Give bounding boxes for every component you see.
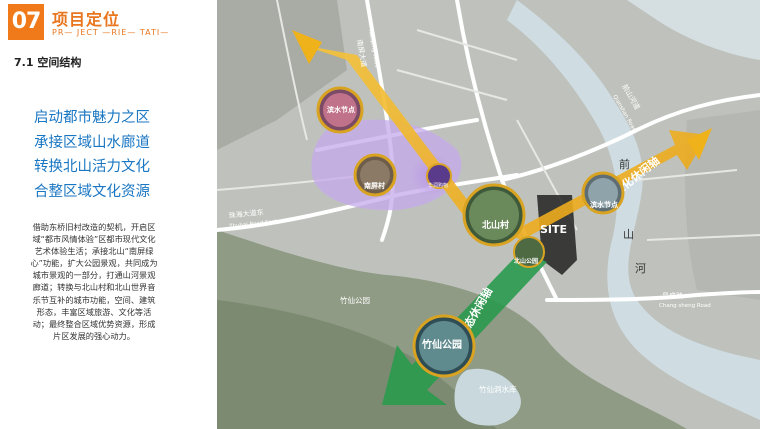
node-label: 竹仙公园 (421, 338, 462, 351)
culture-axis-arrowhead-west (292, 30, 322, 64)
node-cr-mall: 华润购物 (426, 163, 452, 189)
road-label-en: Chang sheng Road (659, 303, 711, 309)
theme-list: 启动都市魅力之区 承接区域山水廊道 转换北山活力文化 合整区域文化资源 (34, 106, 150, 204)
node-waterfront-north: 滨水节点 (316, 86, 364, 134)
node-beishan-village: 北山村 (462, 183, 526, 247)
node-nanping-village: 南屏村 (353, 153, 397, 197)
culture-axis-arrowhead-east (687, 128, 712, 160)
river-char: 山 (623, 228, 634, 241)
reservoir (454, 368, 521, 426)
description-text: 借助东桥旧村改造的契机，开启区域“都市风情体验”区都市现代文化艺术体验生活；承接… (30, 222, 158, 341)
road-label: 昌盛路 (662, 291, 683, 300)
node-label: 滨水节点 (327, 105, 355, 114)
node-label: 华润购物 (428, 182, 448, 189)
river-char: 前 (619, 157, 630, 171)
page-title: 项目定位 (52, 10, 121, 29)
page-subtitle: PR— JECT —RIE— TATI— (52, 28, 170, 37)
spatial-structure-map: 文化休闲轴 生态休闲轴 SITE 滨水节点 南屏村 华润购物 北山村 北山公园 … (217, 0, 760, 429)
theme-item: 承接区域山水廊道 (34, 134, 150, 151)
area-label: 竹仙公园 (340, 295, 370, 305)
road-label: 珠海大道东 (228, 207, 264, 220)
section-heading: 7.1 空间结构 (14, 56, 82, 69)
theme-item: 转换北山活力文化 (34, 159, 150, 175)
node-zhuxian-park: 竹仙公园 (412, 314, 476, 378)
node-label: 南屏村 (364, 181, 385, 190)
section-number-badge: 07 (8, 4, 44, 40)
area-label: 竹仙洞水库 (479, 384, 517, 394)
site-label: SITE (540, 223, 567, 236)
node-label: 北山村 (482, 219, 509, 231)
node-beishan-park: 北山公园 (513, 236, 545, 268)
theme-item: 合整区域文化资源 (34, 183, 150, 200)
road-label-en: Zhuhai Road East (229, 219, 278, 230)
river (507, 0, 760, 420)
node-waterfront-east: 滨水节点 (581, 171, 625, 215)
node-label: 滨水节点 (590, 200, 618, 209)
theme-item: 启动都市魅力之区 (34, 110, 150, 126)
node-label: 北山公园 (514, 257, 538, 265)
river-char: 河 (635, 262, 646, 275)
